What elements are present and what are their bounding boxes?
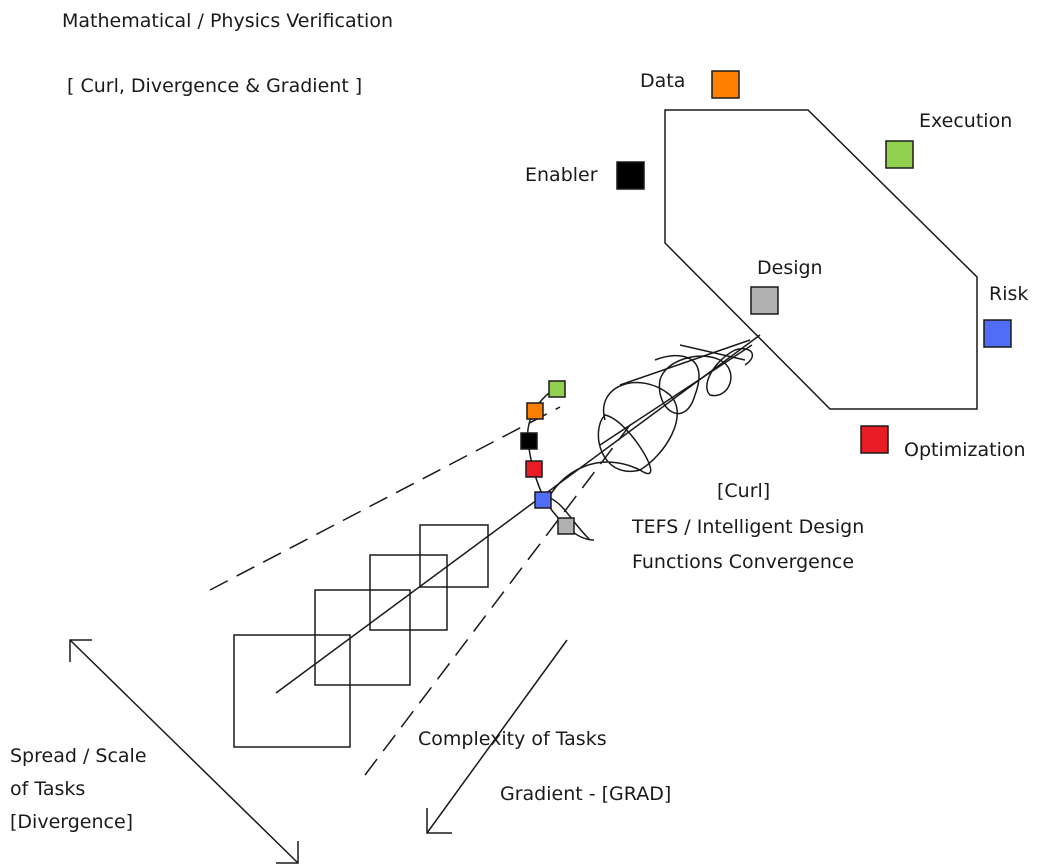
gradient-arrow [426, 639, 568, 834]
complexity-annotation: Complexity of Tasks [418, 728, 607, 750]
enabler-label: Enabler [525, 164, 598, 186]
enabler-node [616, 161, 645, 190]
curl-spiral [544, 348, 754, 541]
tefs-annotation-line1: TEFS / Intelligent Design [631, 516, 864, 538]
diagram-subtitle: [ Curl, Divergence & Gradient ] [67, 75, 362, 97]
curl-data-node [526, 402, 544, 420]
data-label: Data [640, 70, 685, 92]
execution-node [885, 140, 914, 169]
dashed-divergence-lines [209, 406, 631, 776]
data-node [711, 70, 740, 99]
curl-enabler-node [520, 432, 538, 450]
risk-label: Risk [989, 283, 1028, 305]
divergence-squares [233, 524, 489, 748]
convergence-lines [275, 334, 761, 694]
optimization-node [860, 425, 889, 454]
spread-annotation-line3: [Divergence] [10, 811, 133, 833]
diagram-title: Mathematical / Physics Verification [62, 10, 393, 32]
curl-annotation: [Curl] [717, 480, 770, 502]
function-octagon [664, 109, 978, 410]
execution-label: Execution [919, 110, 1012, 132]
curl-risk-node [534, 491, 552, 509]
curl-execution-node [548, 380, 566, 398]
design-label: Design [757, 257, 823, 279]
risk-node [983, 319, 1012, 348]
gradient-annotation: Gradient - [GRAD] [500, 783, 671, 805]
curl-optimization-node [525, 460, 543, 478]
optimization-label: Optimization [904, 439, 1026, 461]
spread-annotation-line1: Spread / Scale [10, 745, 147, 767]
spread-annotation-line2: of Tasks [10, 778, 85, 800]
tefs-annotation-line2: Functions Convergence [632, 551, 854, 573]
divergence-arrow [69, 639, 299, 864]
curl-design-node [557, 517, 575, 535]
design-node [750, 286, 779, 315]
